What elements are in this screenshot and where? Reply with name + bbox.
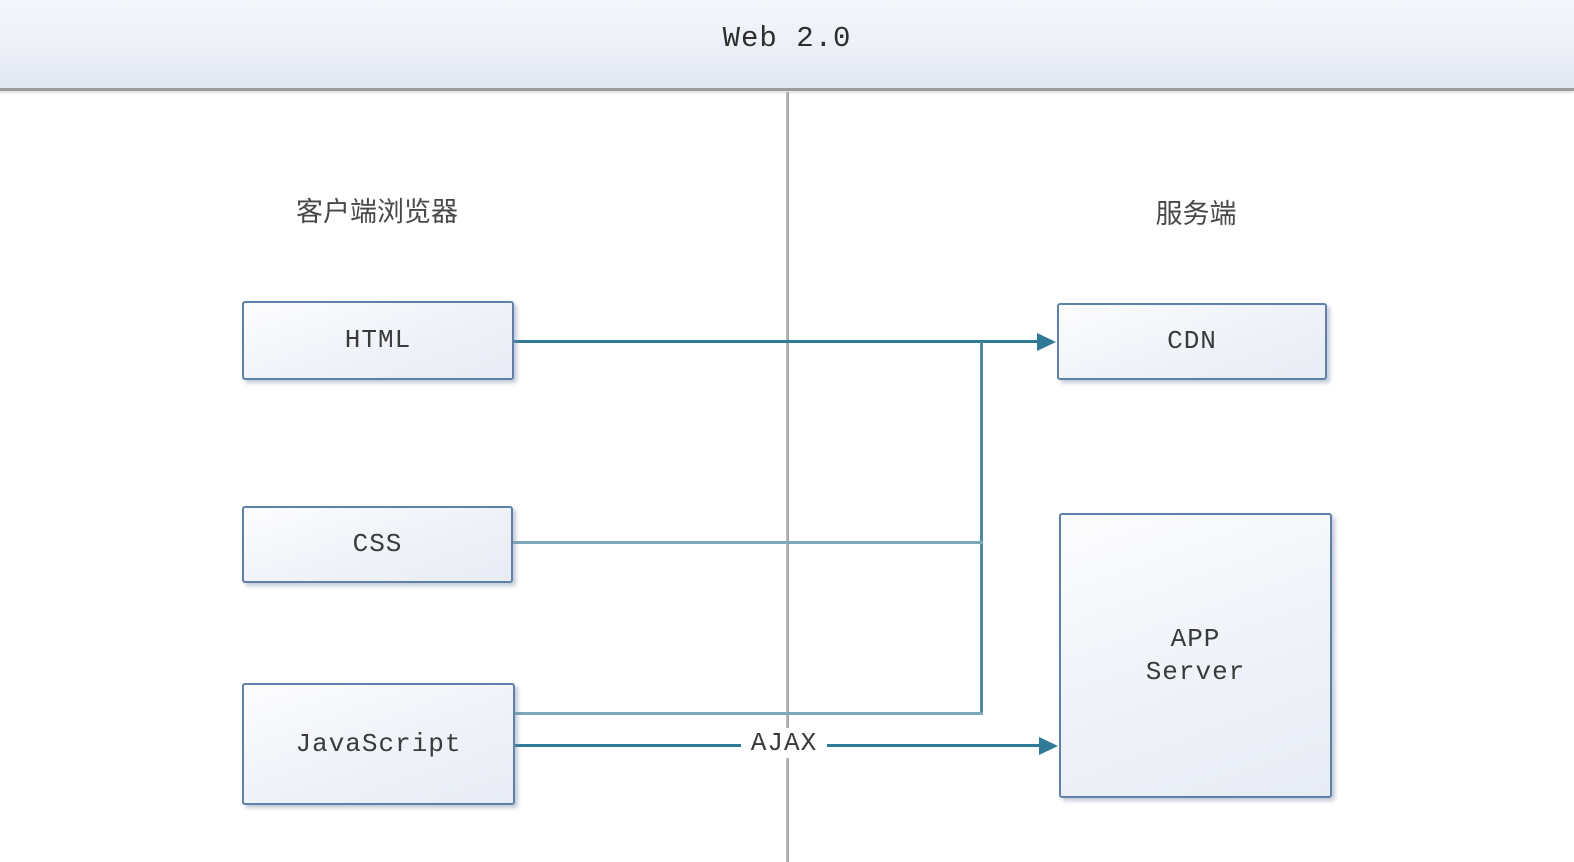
node-javascript-label: JavaScript [295,728,462,759]
edge-css-to-branch [513,541,983,544]
node-app-server-label-line2: Server [1145,656,1246,687]
lane-divider-line [786,92,789,862]
node-javascript: JavaScript [242,683,515,805]
node-html: HTML [242,301,514,380]
diagram-title: Web 2.0 [722,22,852,55]
title-separator-line [0,88,1574,91]
edge-label-ajax: AJAX [741,728,827,758]
node-css: CSS [242,506,513,583]
node-app-server-label-line1: APP [1170,624,1221,654]
arrowhead-into-cdn [1037,333,1056,351]
edge-javascript-to-branch [515,712,983,715]
node-app-server: APP Server [1059,513,1332,798]
lane-label-server: 服务端 [1155,199,1237,229]
lane-label-client: 客户端浏览器 [296,197,458,227]
node-css-label: CSS [352,529,403,560]
node-cdn-label: CDN [1167,326,1217,357]
node-html-label: HTML [344,325,412,356]
node-cdn: CDN [1057,303,1327,380]
edge-merge-branch [980,342,983,715]
title-band: Web 2.0 [0,0,1574,88]
edge-html-to-cdn [514,340,1038,343]
arrowhead-into-appserver [1039,737,1058,755]
